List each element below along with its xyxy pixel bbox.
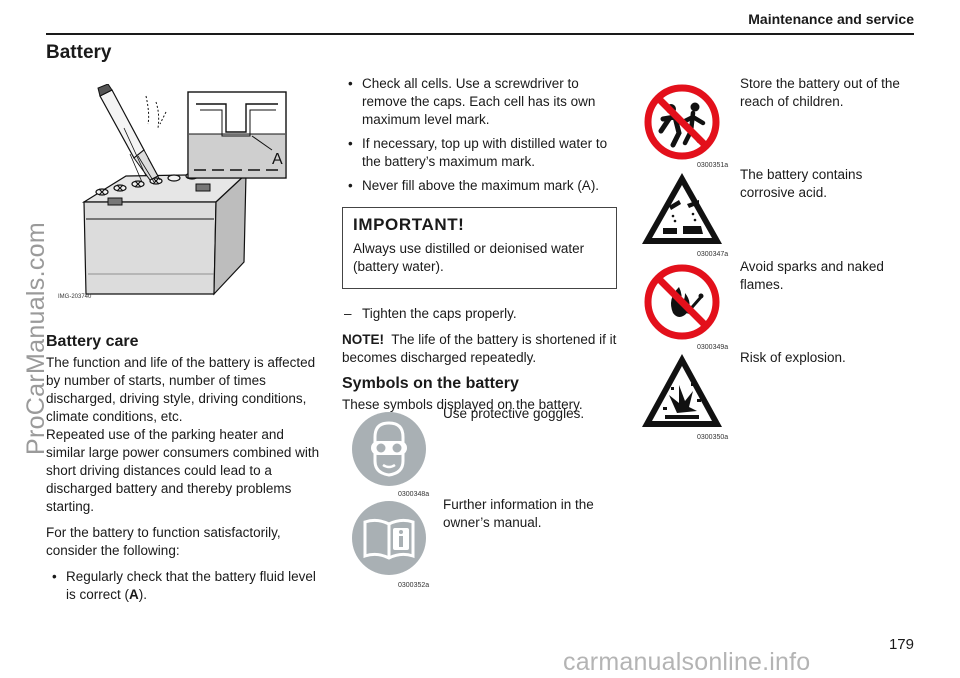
manual-text: Further information in the owner’s manua… <box>443 497 594 530</box>
manual-icon <box>351 500 427 576</box>
goggles-code: 0300348a <box>398 491 430 498</box>
battery-care-para-3: For the battery to function satisfactori… <box>46 525 281 558</box>
flames-code: 0300349a <box>697 344 729 351</box>
checks-section: Check all cells. Use a screwdriver to re… <box>342 75 620 414</box>
battery-care-heading: Battery care <box>46 333 139 350</box>
note-paragraph: NOTE! The life of the battery is shorten… <box>342 332 617 365</box>
battery-care-para-1: The function and life of the battery is … <box>46 355 316 424</box>
check-bullet-2: If necessary, top up with distilled wate… <box>342 135 620 171</box>
important-title: IMPORTANT! <box>353 215 465 234</box>
manual-code: 0300352a <box>398 582 430 589</box>
figure-code: IMG-203740 <box>58 294 92 300</box>
check-bullet-3: Never fill above the maximum mark (A). <box>342 177 620 195</box>
important-box: IMPORTANT! Always use distilled or deion… <box>342 207 617 289</box>
explosion-risk-icon <box>639 351 725 431</box>
acid-code: 0300347a <box>697 251 729 258</box>
level-marker-a: A <box>272 151 283 168</box>
corrosive-acid-icon <box>639 170 725 248</box>
goggles-icon <box>351 411 427 487</box>
header-section-title: Maintenance and service <box>748 11 914 27</box>
check-bullet-1: Check all cells. Use a screwdriver to re… <box>342 75 620 129</box>
goggles-text: Use protective goggles. <box>443 406 585 421</box>
acid-text: The battery contains corrosive acid. <box>740 167 863 200</box>
step-tighten-caps: –Tighten the caps properly. <box>344 306 517 321</box>
keep-away-children-icon <box>643 83 721 161</box>
battery-care-para-2: Repeated use of the parking heater and s… <box>46 427 320 514</box>
page-title: Battery <box>46 42 112 63</box>
bullet-fluid-level: Regularly check that the battery fluid l… <box>46 568 324 604</box>
symbols-heading: Symbols on the battery <box>342 375 519 392</box>
fluid-level-marker: A <box>129 587 139 602</box>
important-text: Always use distilled or deionised water … <box>353 241 585 274</box>
page-number: 179 <box>888 636 914 653</box>
explosion-code: 0300350a <box>697 434 729 441</box>
children-code: 0300351a <box>697 162 729 169</box>
watermark-side: ProCarManuals.com <box>22 222 50 455</box>
battery-care-section: Battery care The function and life of th… <box>46 333 324 610</box>
battery-illustration: A IMG-203740 <box>46 84 296 300</box>
explosion-text: Risk of explosion. <box>740 350 846 365</box>
flames-text: Avoid sparks and naked flames. <box>740 259 884 292</box>
header-rule <box>46 33 914 35</box>
no-open-flames-icon <box>643 263 721 341</box>
watermark-bottom: carmanualsonline.info <box>563 648 811 676</box>
children-text: Store the battery out of the reach of ch… <box>740 76 900 109</box>
note-label: NOTE! <box>342 332 384 347</box>
symbols-intro: These symbols displayed on the battery. <box>342 397 583 412</box>
